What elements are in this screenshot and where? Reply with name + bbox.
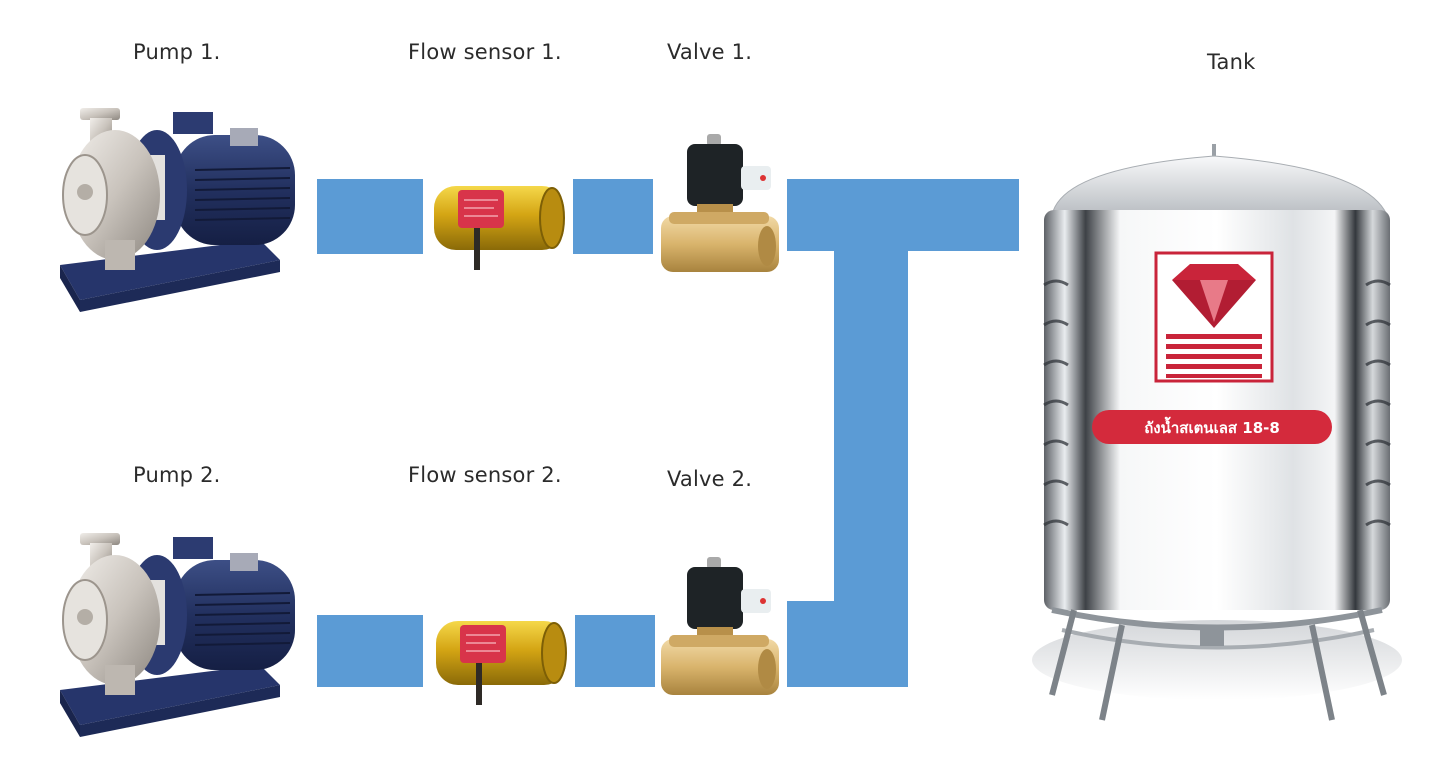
centrifugal-pump-icon [60, 533, 295, 737]
label-pump-1: Pump 1. [133, 40, 221, 64]
pipe-valve1-to-tank [787, 179, 1019, 251]
pipe-pump2-to-flow2 [317, 615, 423, 687]
solenoid-valve-icon [661, 557, 779, 695]
pump-1[interactable] [45, 100, 320, 320]
label-tank: Tank [1207, 50, 1256, 74]
pipe-pump1-to-flow1 [317, 179, 423, 254]
label-flow-sensor-2: Flow sensor 2. [408, 463, 562, 487]
pipe-flow1-to-valve1 [573, 179, 653, 254]
centrifugal-pump-icon [60, 108, 295, 312]
pump-2[interactable] [45, 525, 320, 745]
tank[interactable]: ถังน้ำสเตนเลส 18-8 [1022, 140, 1412, 740]
flow-sensor-icon [436, 621, 567, 705]
label-pump-2: Pump 2. [133, 463, 221, 487]
tank-badge [1092, 410, 1332, 444]
solenoid-valve-icon [661, 134, 779, 272]
valve-2[interactable] [655, 551, 785, 706]
label-valve-1: Valve 1. [667, 40, 753, 64]
label-valve-2: Valve 2. [667, 467, 753, 491]
flow-sensor-2[interactable] [430, 607, 572, 707]
label-flow-sensor-1: Flow sensor 1. [408, 40, 562, 64]
flow-sensor-1[interactable] [428, 172, 570, 272]
pipe-valve2-to-riser [787, 601, 908, 687]
tank-badge-text: ถังน้ำสเตนเลส 18-8 [1144, 416, 1280, 437]
flow-sensor-icon [434, 186, 565, 270]
valve-1[interactable] [655, 128, 785, 283]
stainless-water-tank-icon: ถังน้ำสเตนเลส 18-8 [1032, 144, 1402, 721]
pipe-flow2-to-valve2 [575, 615, 655, 687]
tank-brand-logo [1154, 251, 1274, 383]
